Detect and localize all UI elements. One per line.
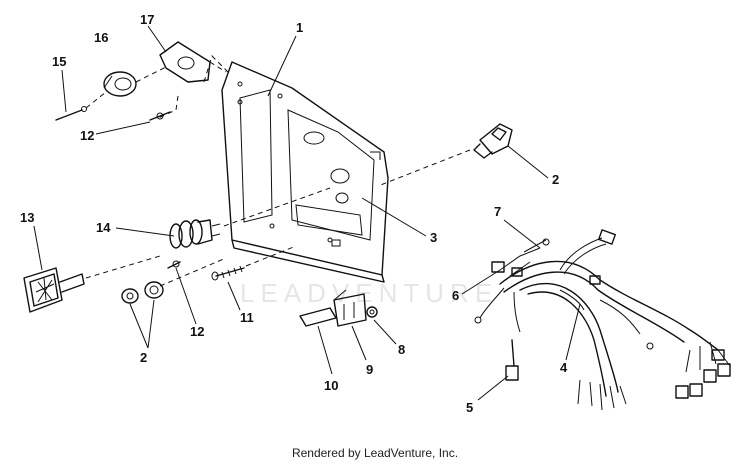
callout-11: 11 (240, 310, 254, 325)
callout-12-upper: 12 (80, 128, 94, 143)
callout-2-switch: 2 (552, 172, 559, 187)
callout-2-washers: 2 (140, 350, 147, 365)
clamp-plate (299, 289, 367, 327)
callout-16: 16 (94, 30, 108, 45)
callout-12-lower: 12 (190, 324, 204, 339)
leader-lines (33, 25, 581, 401)
callout-5: 5 (466, 400, 473, 415)
toggle-switch (473, 123, 513, 159)
callout-7: 7 (494, 204, 501, 219)
leader-switch-line (377, 149, 471, 187)
callout-10: 10 (324, 378, 338, 393)
nut (366, 306, 378, 318)
leader-washers (159, 257, 227, 287)
screw-upper (149, 111, 171, 121)
leader-key (85, 255, 161, 279)
leader-15-16 (85, 91, 107, 109)
callout-numbers: 1 2 3 4 5 6 7 8 9 10 11 12 12 2 13 14 15… (20, 12, 568, 415)
callout-17: 17 (140, 12, 154, 27)
callout-9: 9 (366, 362, 373, 377)
callout-4: 4 (560, 360, 568, 375)
callout-15: 15 (52, 54, 66, 69)
footer-credit: Rendered by LeadVenture, Inc. (291, 446, 459, 460)
key-switch-bracket (159, 41, 227, 83)
ignition-key (23, 267, 85, 313)
callout-8: 8 (398, 342, 405, 357)
callout-3: 3 (430, 230, 437, 245)
harness-connectors (474, 229, 731, 399)
leader-ignition (223, 187, 331, 227)
dash-panel (221, 61, 389, 283)
ignition-switch (169, 219, 221, 249)
callout-13: 13 (20, 210, 34, 225)
grommet (103, 65, 169, 97)
dash-line-upper (157, 95, 179, 119)
parts-diagram: LEADVENTURE (20, 12, 731, 415)
callout-6: 6 (452, 288, 459, 303)
bolt (211, 265, 245, 281)
pin (55, 106, 87, 121)
callout-1: 1 (296, 20, 303, 35)
screw-lower (167, 260, 181, 269)
watermark: LEADVENTURE (240, 278, 498, 308)
callout-14: 14 (96, 220, 111, 235)
nut-washer (121, 281, 164, 304)
